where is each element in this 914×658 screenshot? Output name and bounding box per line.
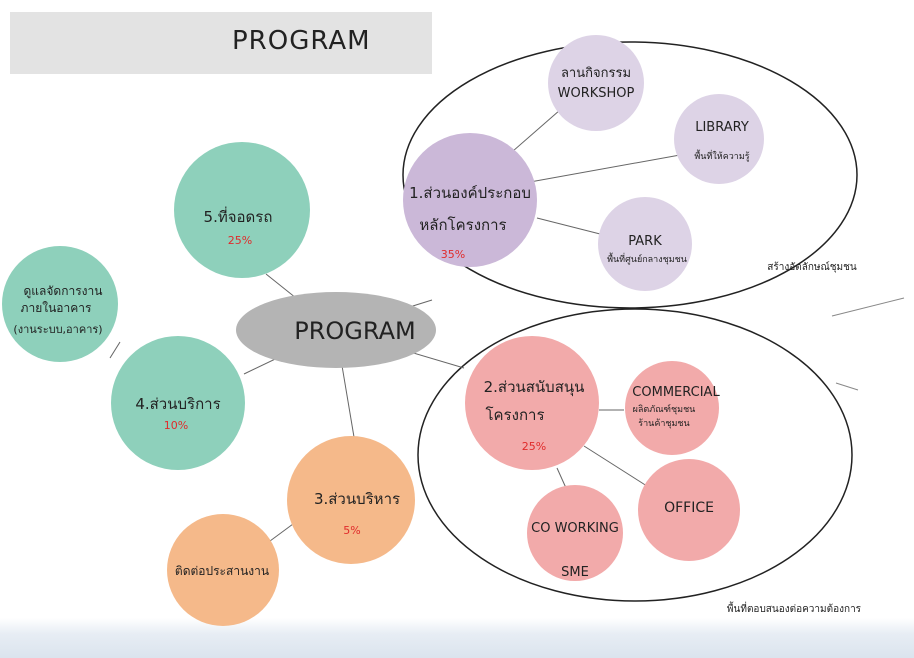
connector (556, 467, 567, 489)
workshop-label: WORKSHOP (558, 86, 635, 101)
office-label: OFFICE (664, 500, 714, 516)
node-1-core (403, 133, 537, 267)
sme-label: SME (561, 565, 589, 580)
library-thai-label: พื้นที่ให้ความรู้ (694, 149, 749, 162)
node-4-service (111, 336, 245, 470)
node-5-percent: 25% (228, 234, 252, 247)
node-2-subtitle: โครงการ (485, 406, 544, 424)
connector (529, 154, 681, 183)
node-4-percent: 10% (164, 419, 188, 432)
workshop-thai-label: ลานกิจกรรม (561, 66, 631, 81)
connector (536, 217, 605, 236)
node-4-maintenance (2, 246, 118, 362)
park-label: PARK (628, 234, 662, 249)
commercial-label: COMMERCIAL (632, 385, 720, 400)
maintenance-label-2: ภายในอาคาร (21, 301, 92, 315)
node-3-percent: 5% (343, 524, 360, 537)
group-ellipse-lower (417, 308, 853, 602)
node-1-percent: 35% (441, 248, 465, 261)
node-5-parking (174, 142, 310, 278)
connector (109, 341, 121, 359)
node-1-subtitle: หลักโครงการ (419, 216, 506, 234)
skyline-background (0, 618, 914, 658)
node-3-admin (287, 436, 415, 564)
commercial-thai-label-1: ผลิตภัณฑ์ชุมชน (633, 403, 696, 415)
maintenance-label-3: (งานระบบ,อาคาร) (13, 323, 102, 336)
deco-line (835, 382, 859, 391)
node-2-coworking (527, 485, 623, 581)
node-1-library (674, 94, 764, 184)
node-1-workshop (548, 35, 644, 131)
node-1-park (598, 197, 692, 291)
connector (583, 445, 651, 489)
page-title: PROGRAM (232, 26, 371, 56)
node-2-title: 2.ส่วนสนับสนุน (484, 378, 585, 397)
deco-line (831, 297, 905, 317)
center-program-node (236, 292, 436, 368)
node-2-percent: 25% (522, 440, 546, 453)
node-1-title: 1.ส่วนองค์ประกอบ (409, 184, 531, 202)
node-4-title: 4.ส่วนบริการ (135, 395, 220, 413)
library-label: LIBRARY (695, 120, 749, 135)
coworking-label: CO WORKING (531, 521, 619, 536)
node-2-commercial (625, 361, 719, 455)
contact-label: ติดต่อประสานงาน (175, 564, 269, 578)
center-program-label: PROGRAM (294, 317, 415, 345)
node-5-title: 5.ที่จอดรถ (204, 206, 273, 226)
commercial-thai-label-2: ร้านค้าชุมชน (638, 418, 689, 429)
group-ellipse-upper (402, 41, 858, 309)
node-3-title: 3.ส่วนบริหาร (314, 490, 400, 508)
maintenance-label-1: ดูแลจัดการงาน (24, 284, 103, 299)
node-2-support (465, 336, 599, 470)
lower-group-caption: พื้นที่ตอบสนองต่อความต้องการ (727, 601, 862, 615)
node-2-office (638, 459, 740, 561)
upper-group-caption: สร้างอัตลักษณ์ชุมชน (767, 261, 857, 273)
title-banner (10, 12, 432, 74)
park-thai-label: พื้นที่ศูนย์กลางชุมชน (607, 252, 687, 265)
node-3-contact (167, 514, 279, 626)
